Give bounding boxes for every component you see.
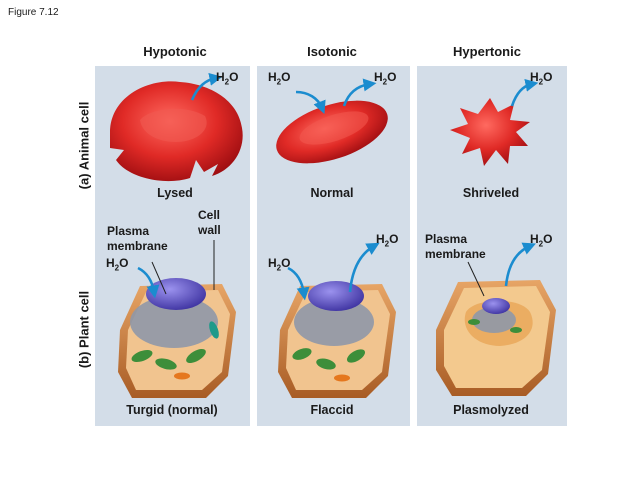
water-arrow-out-flaccid — [348, 242, 380, 293]
mitochondrion — [334, 374, 350, 382]
plasmolyzed-plant-cell — [436, 280, 556, 396]
label-plasma-membrane-plasmolyzed: Plasma membrane — [425, 232, 486, 261]
state-flaccid: Flaccid — [310, 403, 354, 417]
leader-plasma-membrane-plasmolyzed — [467, 261, 485, 297]
chloroplast — [346, 349, 366, 363]
water-label: H2O — [268, 70, 291, 87]
leader-plasma-membrane — [151, 261, 167, 295]
label-cell-wall: Cell wall — [198, 208, 221, 237]
chloroplast — [186, 349, 206, 363]
state-shriveled: Shriveled — [462, 186, 520, 200]
water-label: H2O — [530, 232, 553, 249]
nucleus — [146, 278, 206, 310]
water-arrow-in-flaccid — [287, 266, 310, 301]
figure-label: Figure 7.12 — [8, 7, 59, 18]
label-plasma-membrane: Plasma membrane — [107, 224, 168, 253]
state-normal: Normal — [310, 186, 354, 200]
state-plasmolyzed: Plasmolyzed — [453, 403, 529, 417]
water-arrow-out-shriveled — [510, 78, 539, 107]
shriveled-red-blood-cell — [450, 98, 530, 166]
central-vacuole — [294, 298, 374, 346]
chloroplast — [468, 319, 480, 325]
chloroplast — [155, 358, 177, 370]
turgid-plant-cell — [118, 278, 236, 398]
water-label: H2O — [216, 70, 239, 87]
nucleus — [308, 281, 364, 311]
water-arrow-in-normal — [295, 90, 326, 115]
central-vacuole — [472, 307, 516, 333]
chloroplast — [316, 358, 336, 370]
state-turgid: Turgid (normal) — [126, 403, 218, 417]
water-label: H2O — [376, 232, 399, 249]
chloroplast — [209, 321, 219, 339]
chloroplast — [131, 349, 153, 363]
water-label: H2O — [268, 256, 291, 273]
central-vacuole — [130, 296, 218, 348]
chloroplast — [510, 327, 522, 333]
column-title-hypotonic: Hypotonic — [143, 44, 207, 59]
water-label: H2O — [530, 70, 553, 87]
mitochondrion — [174, 372, 190, 380]
column-title-isotonic: Isotonic — [307, 44, 357, 59]
flaccid-plant-cell — [278, 281, 396, 398]
water-arrow-out-lysed — [190, 72, 223, 101]
column-title-hypertonic: Hypertonic — [453, 44, 521, 59]
water-arrow-out-normal — [342, 78, 377, 107]
water-arrow-in-turgid — [137, 266, 160, 299]
nucleus — [482, 298, 510, 314]
water-label: H2O — [106, 256, 129, 273]
lysed-red-blood-cell — [110, 81, 243, 182]
chloroplast — [292, 348, 312, 360]
state-lysed: Lysed — [157, 186, 193, 200]
water-label: H2O — [374, 70, 397, 87]
water-arrow-out-plasmolyzed — [504, 242, 536, 287]
normal-red-blood-cell — [276, 100, 388, 164]
